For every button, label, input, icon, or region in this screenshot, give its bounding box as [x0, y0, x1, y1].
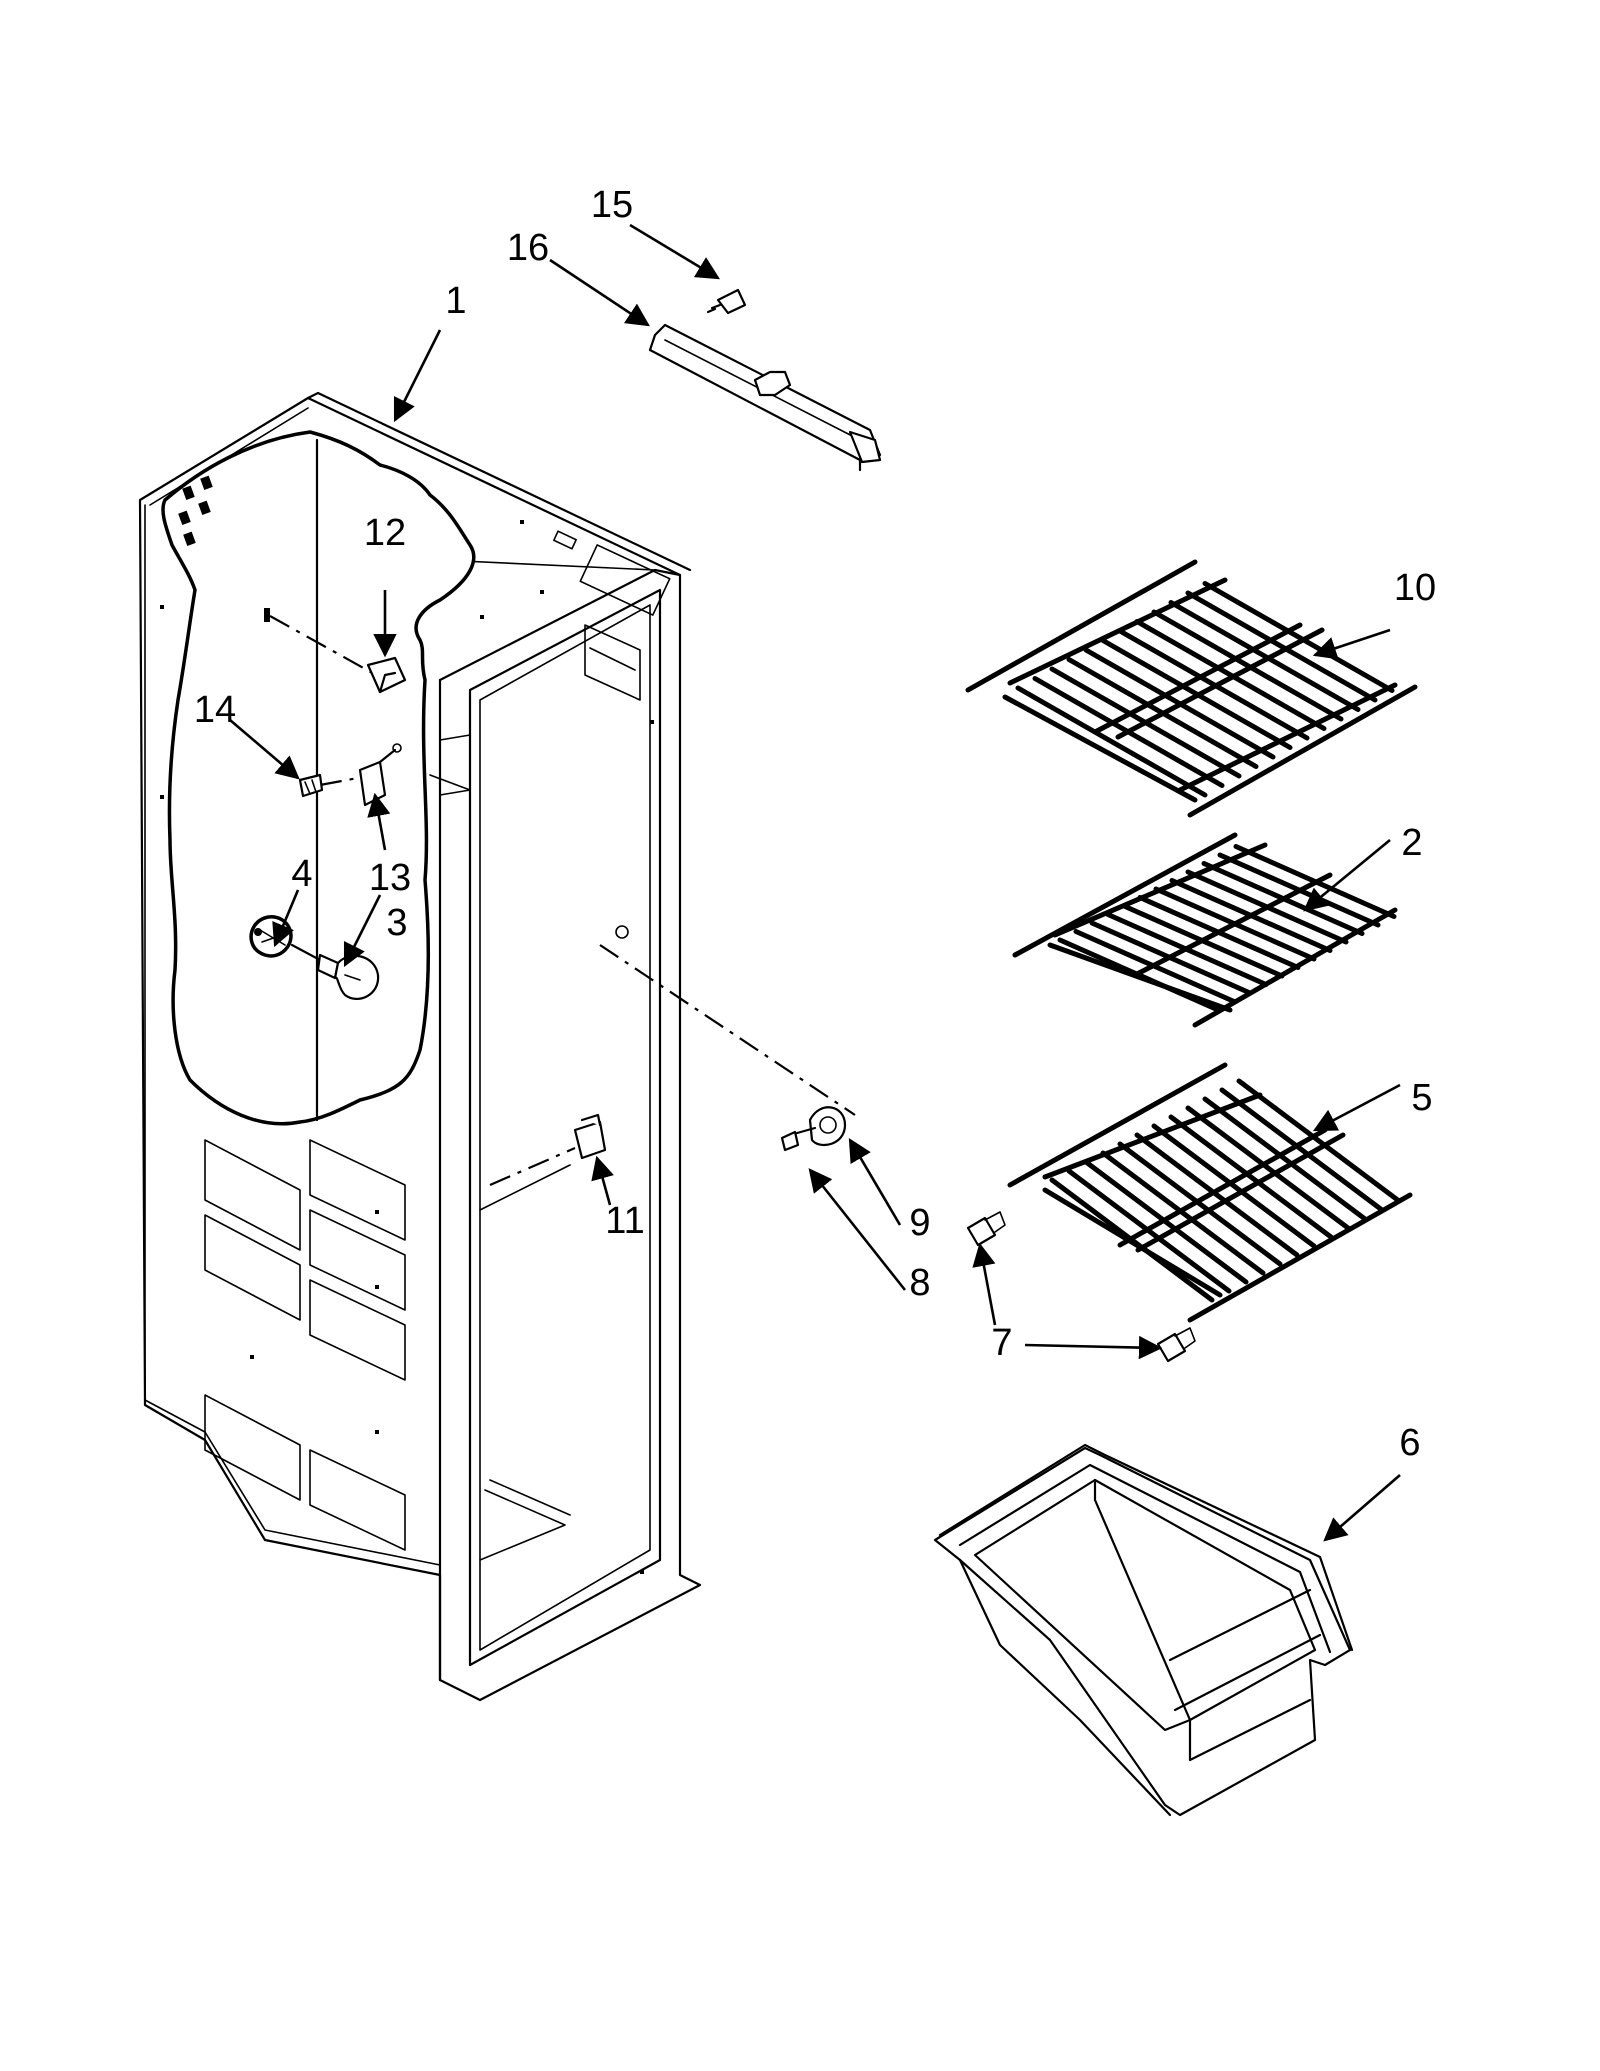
shelf-wire	[1066, 657, 1259, 769]
part-12-clip	[264, 608, 407, 694]
part-14-screw	[298, 773, 359, 798]
callout-7: 7	[991, 1322, 1012, 1364]
shelf-wire	[1185, 869, 1349, 945]
shelf-wire	[1057, 937, 1221, 1013]
shelf-wire	[1083, 647, 1276, 760]
shelf-wire	[1219, 1087, 1385, 1213]
shelf-wire	[1089, 920, 1253, 996]
part-7-endcap	[966, 1211, 1196, 1363]
freezer-liner	[138, 391, 702, 1702]
shelf-wire	[1121, 903, 1285, 979]
shelf-wire	[1134, 619, 1327, 731]
shelf-wire	[1032, 676, 1225, 788]
shelf-wire	[1217, 852, 1381, 928]
shelf-wire	[1117, 628, 1310, 741]
shelf-wire	[1151, 609, 1344, 722]
shelf-wire	[1168, 600, 1361, 712]
callout-6: 6	[1399, 1422, 1420, 1464]
part-5-shelf	[1007, 1062, 1413, 1323]
shelf-wire	[1185, 590, 1378, 703]
callout-labels: 1 2 3 4 5 6 7 8 9 10 11 12 13 14 15 16	[194, 184, 1436, 1464]
shelf-wire	[1100, 1150, 1266, 1276]
part-16-bracket	[648, 323, 882, 472]
callout-15: 15	[591, 184, 633, 226]
shelf-wire	[1202, 581, 1395, 693]
part-10-shelf	[965, 559, 1418, 818]
callout-9: 9	[909, 1202, 930, 1244]
callout-13: 13	[369, 857, 411, 899]
shelf-wire	[1168, 1114, 1334, 1240]
callout-4: 4	[291, 853, 312, 895]
shelf-wire	[1137, 895, 1301, 970]
part-6-bin	[933, 1443, 1354, 1817]
callout-11: 11	[605, 1200, 644, 1242]
shelf-wire	[1233, 844, 1397, 919]
shelf-wire	[1134, 1132, 1300, 1258]
part-15-screw	[706, 288, 747, 315]
part-2-shelf	[1012, 832, 1398, 1028]
shelf-wire	[1049, 666, 1242, 779]
shelf-wire	[1153, 886, 1317, 962]
shelf-wire	[1201, 861, 1365, 936]
shelf-wire	[1169, 878, 1333, 953]
shelf-wire	[1073, 929, 1237, 1004]
callout-5: 5	[1411, 1077, 1432, 1119]
shelf-wire	[1049, 1177, 1215, 1303]
shelf-wire	[1105, 912, 1269, 987]
callout-8: 8	[909, 1262, 930, 1304]
part-11-clip	[489, 1113, 607, 1187]
shelf-wire	[1083, 1159, 1249, 1285]
callout-16: 16	[507, 227, 549, 269]
shelf-wire	[1015, 685, 1208, 798]
shelf-wire	[1236, 1078, 1402, 1204]
callout-12: 12	[364, 512, 406, 554]
shelf-wire	[1185, 1105, 1351, 1231]
shelf-wire	[1117, 1141, 1283, 1267]
shelf-wire	[1151, 1123, 1317, 1249]
shelf-wire	[1100, 638, 1293, 750]
shelf-wire	[1202, 1096, 1368, 1222]
callout-10: 10	[1394, 567, 1436, 609]
callout-3: 3	[386, 902, 407, 944]
leader-arrows	[229, 223, 1401, 1542]
shelf-wire	[1066, 1168, 1232, 1294]
callout-1: 1	[445, 280, 466, 322]
part-8-9-hinge	[599, 925, 856, 1152]
callout-2: 2	[1401, 822, 1422, 864]
callout-14: 14	[194, 689, 236, 731]
